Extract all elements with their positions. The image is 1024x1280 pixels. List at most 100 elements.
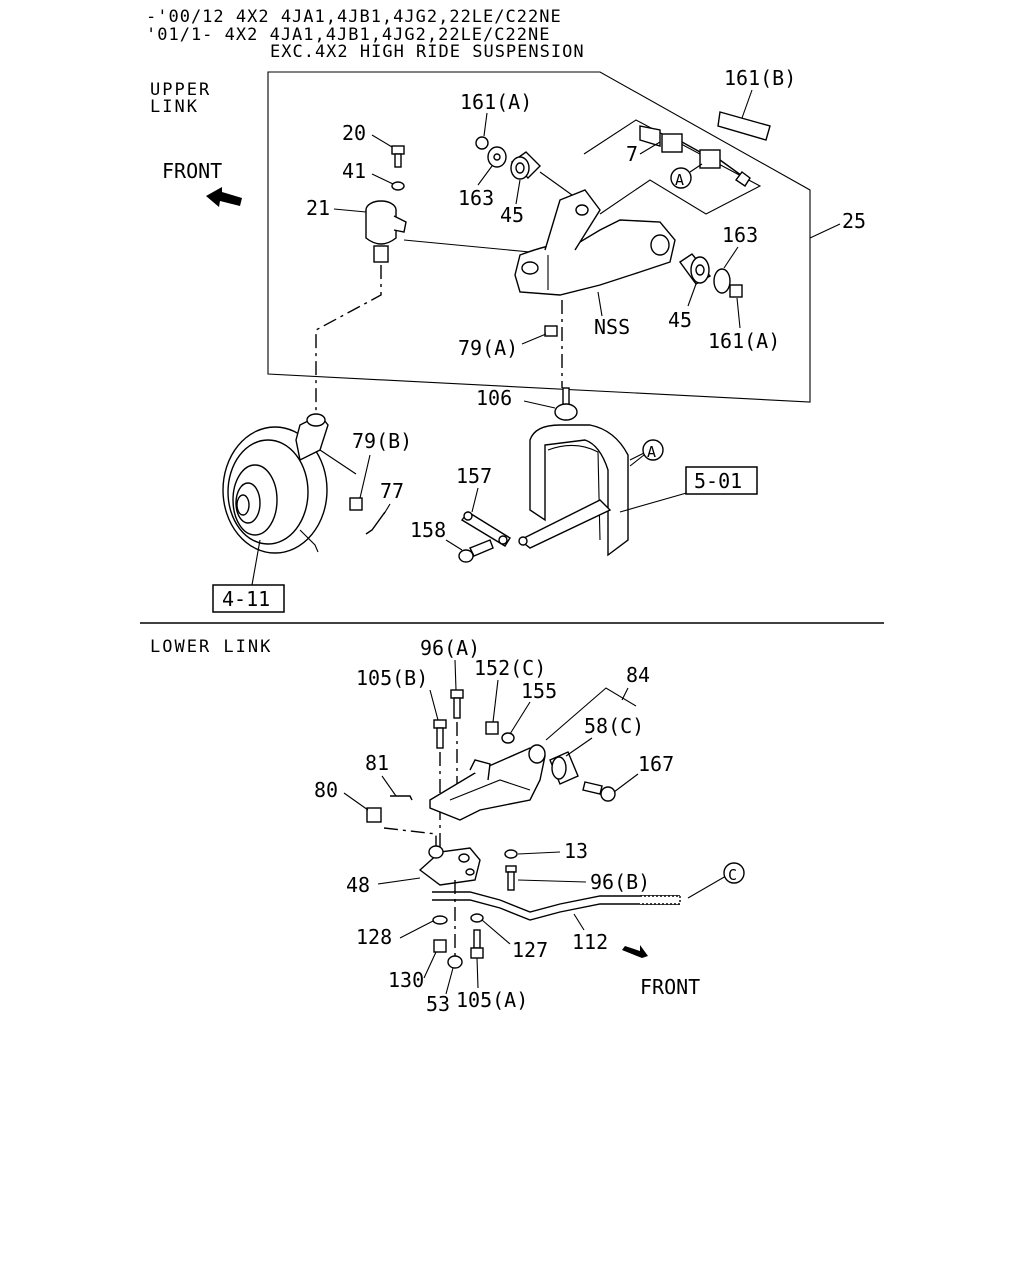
header-line-2: '01/1- 4X2 4JA1,4JB1,4JG2,22LE/C22NE bbox=[146, 25, 550, 45]
linkage-guide bbox=[583, 119, 762, 215]
label-53: 53 bbox=[426, 992, 450, 1016]
stabilizer-bar-112 bbox=[432, 891, 681, 921]
circle-a-ref-2: A bbox=[629, 439, 664, 467]
leader-45-left bbox=[539, 171, 573, 196]
label-163-left: 163 bbox=[458, 186, 494, 210]
label-128: 128 bbox=[356, 925, 392, 949]
nut-161a-top bbox=[475, 136, 489, 150]
label-96a: 96(A) bbox=[420, 636, 480, 660]
bushing-45-right bbox=[679, 253, 712, 285]
front-arrow-icon bbox=[206, 187, 242, 207]
header: -'00/12 4X2 4JA1,4JB1,4JG2,22LE/C22NE '0… bbox=[146, 7, 585, 62]
cotter-pin-77 bbox=[365, 511, 386, 535]
nut-161a-right bbox=[729, 284, 743, 298]
bolt-167 bbox=[582, 781, 616, 802]
upper-control-arm bbox=[514, 189, 676, 296]
bushing-45-left bbox=[510, 151, 541, 180]
label-80: 80 bbox=[314, 778, 338, 802]
label-84: 84 bbox=[626, 663, 650, 687]
label-161a-right: 161(A) bbox=[708, 329, 780, 353]
washer-155 bbox=[501, 732, 515, 744]
upper-front-label: FRONT bbox=[162, 159, 222, 183]
label-155: 155 bbox=[521, 679, 557, 703]
nut-152c bbox=[485, 721, 499, 735]
bolt-20 bbox=[391, 145, 405, 168]
upper-section-title-line2: LINK bbox=[150, 97, 199, 117]
ref-box-5-01[interactable]: 5-01 bbox=[685, 466, 758, 495]
ref-box-4-11[interactable]: 4-11 bbox=[212, 539, 285, 613]
label-96b: 96(B) bbox=[590, 870, 650, 894]
frame-bracket bbox=[518, 424, 691, 557]
clip-81 bbox=[390, 795, 413, 801]
centerline-80 bbox=[383, 827, 437, 850]
label-7: 7 bbox=[626, 142, 638, 166]
label-48: 48 bbox=[346, 873, 370, 897]
header-line-1: -'00/12 4X2 4JA1,4JB1,4JG2,22LE/C22NE bbox=[146, 7, 562, 27]
label-157: 157 bbox=[456, 464, 492, 488]
label-45-right: 45 bbox=[668, 308, 692, 332]
bolt-158 bbox=[458, 539, 494, 563]
lower-section-title: LOWER LINK bbox=[150, 637, 272, 657]
bolt-105b bbox=[433, 719, 447, 749]
washer-41 bbox=[391, 181, 405, 191]
upper-link-section: UPPER LINK FRONT bbox=[150, 66, 866, 613]
label-112: 112 bbox=[572, 930, 608, 954]
nut-130 bbox=[433, 939, 447, 953]
washer-127 bbox=[470, 913, 484, 923]
circle-c-ref: C bbox=[723, 862, 745, 884]
label-nss: NSS bbox=[594, 315, 630, 339]
ball-joint-21 bbox=[365, 200, 407, 263]
label-41: 41 bbox=[342, 159, 366, 183]
bolt-106 bbox=[554, 387, 578, 421]
upper-assembly-outline bbox=[267, 71, 811, 403]
label-105a: 105(A) bbox=[456, 988, 528, 1012]
knuckle-and-disc bbox=[222, 413, 357, 554]
plate-161b bbox=[717, 89, 771, 141]
svg-text:5-01: 5-01 bbox=[694, 469, 742, 493]
label-106: 106 bbox=[476, 386, 512, 410]
label-81: 81 bbox=[365, 751, 389, 775]
label-79a: 79(A) bbox=[458, 336, 518, 360]
upper-labels: 161(B) 161(A) 20 41 21 7 163 45 25 163 4… bbox=[306, 66, 866, 551]
washer-163-right bbox=[713, 268, 731, 294]
label-79b: 79(B) bbox=[352, 429, 412, 453]
ball-joint-48 bbox=[418, 845, 481, 886]
label-161a-top: 161(A) bbox=[460, 90, 532, 114]
bushing-58c bbox=[549, 751, 579, 785]
bracket-84-guide bbox=[545, 687, 637, 741]
circle-a-ref-1: A bbox=[670, 163, 703, 189]
label-167: 167 bbox=[638, 752, 674, 776]
label-152c: 152(C) bbox=[474, 656, 546, 680]
bolt-96b bbox=[505, 865, 517, 891]
nut-79a bbox=[544, 325, 558, 337]
lower-arm-bracket-84 bbox=[429, 744, 546, 821]
header-line-3: EXC.4X2 HIGH RIDE SUSPENSION bbox=[270, 42, 585, 62]
washer-13 bbox=[504, 849, 518, 859]
lower-link-section: LOWER LINK bbox=[150, 636, 745, 1016]
label-161b: 161(B) bbox=[724, 66, 796, 90]
svg-text:A: A bbox=[647, 443, 656, 461]
label-77: 77 bbox=[380, 479, 404, 503]
adjuster-7 bbox=[639, 125, 751, 187]
nut-53 bbox=[447, 955, 463, 969]
washer-128 bbox=[432, 915, 448, 925]
nut-80 bbox=[366, 807, 382, 823]
label-130: 130 bbox=[388, 968, 424, 992]
svg-text:C: C bbox=[728, 866, 737, 884]
centerline-ball-joint bbox=[315, 265, 382, 415]
label-163-right: 163 bbox=[722, 223, 758, 247]
label-45-left: 45 bbox=[500, 203, 524, 227]
lower-labels: 96(A) 105(B) 152(C) 155 84 58(C) 81 167 … bbox=[314, 636, 674, 1016]
label-20: 20 bbox=[342, 121, 366, 145]
svg-text:A: A bbox=[675, 171, 684, 189]
upper-section-title-line1: UPPER bbox=[150, 80, 211, 100]
bolt-96a bbox=[450, 689, 464, 719]
bolt-105a bbox=[470, 929, 484, 959]
nut-79b bbox=[349, 497, 363, 511]
leader-21 bbox=[403, 239, 531, 253]
label-158: 158 bbox=[410, 518, 446, 542]
link-157 bbox=[460, 511, 511, 547]
svg-text:4-11: 4-11 bbox=[222, 587, 270, 611]
leader-circle-c bbox=[687, 875, 727, 899]
